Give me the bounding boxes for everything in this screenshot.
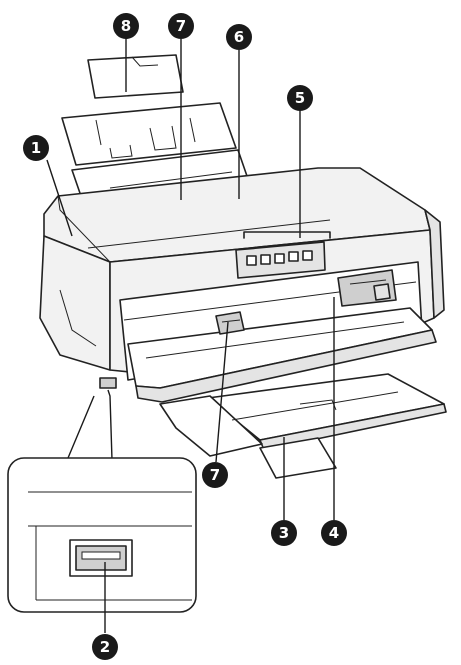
callout-1: 1: [23, 135, 49, 161]
svg-text:7: 7: [210, 466, 220, 484]
svg-text:7: 7: [176, 17, 186, 35]
callout-3: 3: [271, 520, 297, 546]
output-tray: [159, 373, 447, 479]
paper-support-extension: [87, 54, 184, 99]
panel-button-icon: [288, 251, 299, 262]
usb-port-icon: [69, 539, 133, 577]
callout-6: 6: [226, 24, 252, 50]
callout-4: 4: [321, 520, 347, 546]
callout-2: 2: [92, 634, 118, 660]
leader-lines: [46, 38, 335, 633]
front-manual-feed-tray: [127, 307, 437, 403]
svg-text:4: 4: [329, 524, 339, 542]
power-button-icon: [246, 255, 257, 266]
svg-text:6: 6: [234, 28, 244, 46]
callout-7-bottom: 7: [202, 462, 228, 488]
paper-support: [61, 102, 237, 166]
front-manual-feed-slot: [337, 269, 397, 307]
panel-button-icon: [274, 253, 285, 264]
callout-5: 5: [287, 85, 313, 111]
svg-text:8: 8: [121, 17, 131, 35]
panel-button-icon: [260, 254, 271, 265]
control-panel: [235, 241, 326, 279]
edge-guide-front: [215, 311, 245, 335]
usb-zoom-inset: [7, 389, 197, 613]
svg-text:3: 3: [279, 524, 289, 542]
usb-port-body: [99, 377, 117, 389]
svg-text:5: 5: [295, 89, 305, 107]
callout-7-top: 7: [168, 13, 194, 39]
svg-text:2: 2: [100, 638, 110, 656]
panel-button-icon: [302, 250, 313, 261]
callout-8: 8: [113, 13, 139, 39]
svg-text:1: 1: [31, 139, 41, 157]
